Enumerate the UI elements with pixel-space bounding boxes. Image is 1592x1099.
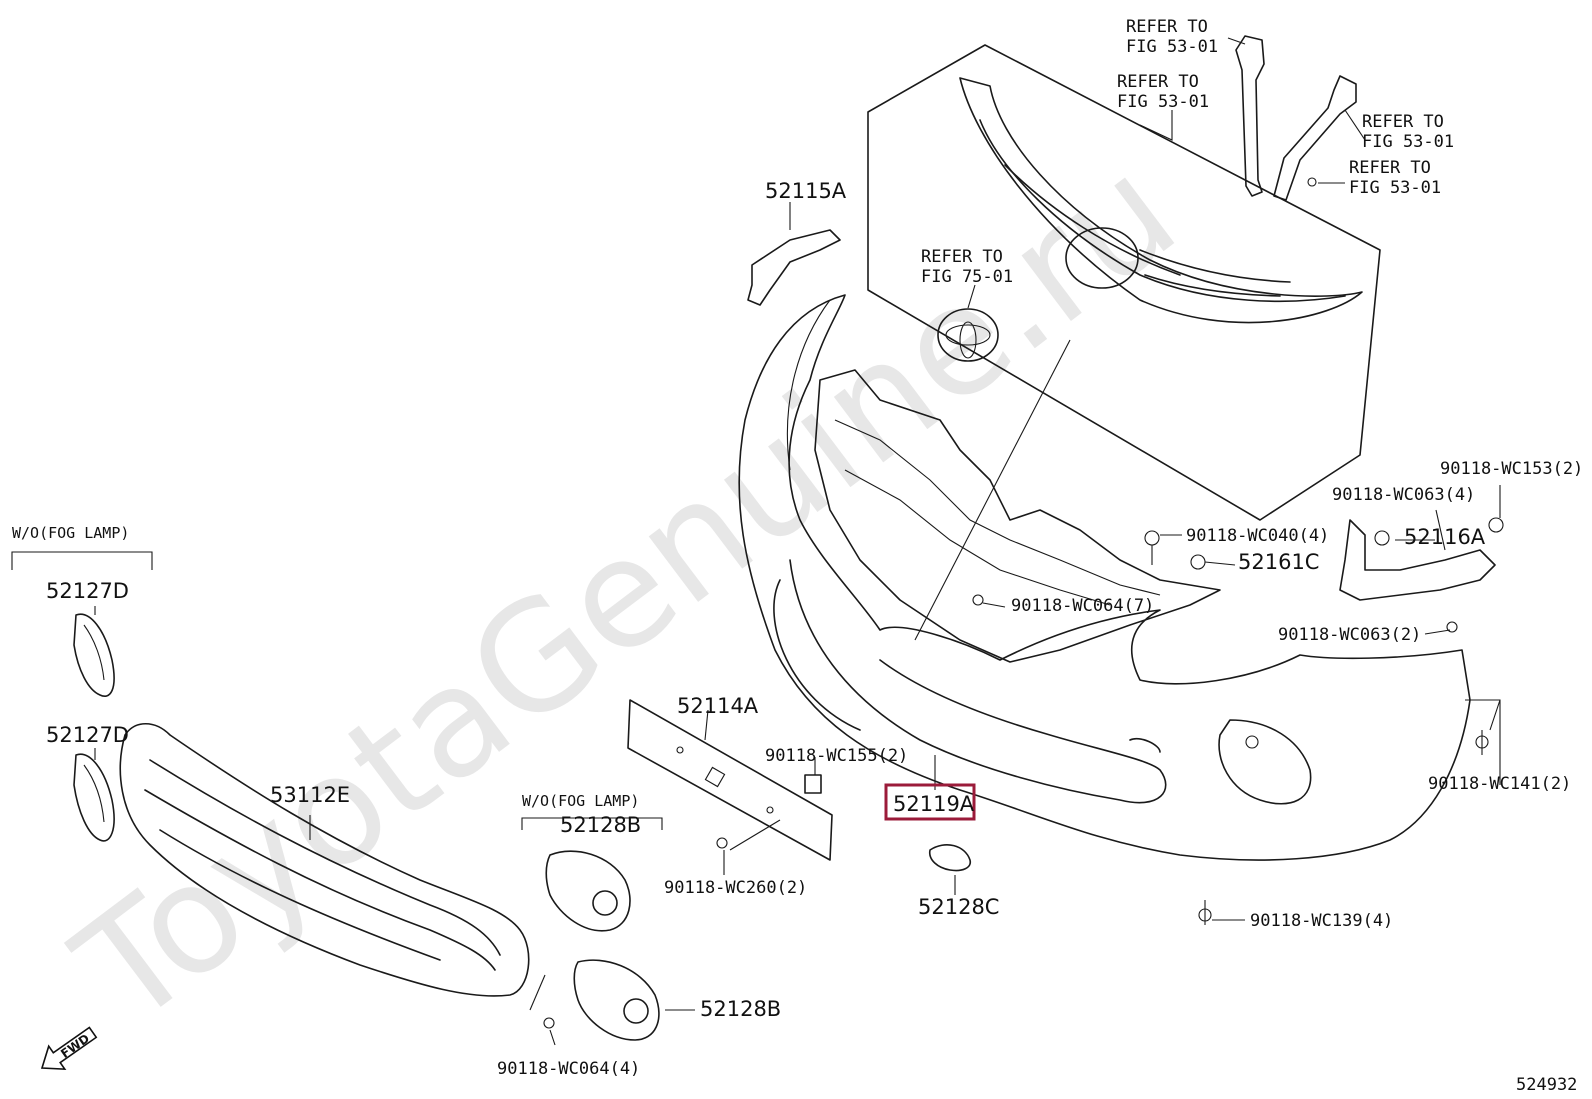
- front-bumper-cover[interactable]: [738, 294, 1471, 861]
- label-52161C[interactable]: 52161C: [1238, 550, 1319, 574]
- group-bracket-mid: [521, 817, 663, 830]
- label-wc260[interactable]: 90118-WC260(2): [664, 878, 807, 898]
- fog-cover-52127D-top[interactable]: [73, 613, 115, 697]
- label-wc141[interactable]: 90118-WC141(2): [1428, 774, 1571, 794]
- grille-frame: [867, 44, 1381, 521]
- ref-c-line2: FIG 53-01: [1362, 132, 1454, 152]
- label-52114A[interactable]: 52114A: [677, 694, 759, 718]
- ref-b-line1: REFER TO: [1117, 72, 1199, 92]
- leader-lines: [94, 37, 1501, 1046]
- label-52116A[interactable]: 52116A: [1404, 525, 1486, 549]
- ref-b-line2: FIG 53-01: [1117, 92, 1209, 112]
- highlight-box-52119A: [884, 783, 976, 821]
- fog-cover-52128B-top[interactable]: [545, 850, 631, 932]
- diagram-number: 524932: [1516, 1075, 1577, 1095]
- fog-cover-52127D-bottom[interactable]: [73, 753, 115, 842]
- ref-emblem-line1: REFER TO: [921, 247, 1003, 267]
- cover-52128C[interactable]: [928, 844, 972, 872]
- ref-emblem-line2: FIG 75-01: [921, 267, 1013, 287]
- group-label-left: W/O(FOG LAMP): [12, 524, 129, 542]
- lower-grille[interactable]: [119, 722, 530, 997]
- fog-cover-52128B-bottom[interactable]: [573, 959, 660, 1041]
- label-wc153[interactable]: 90118-WC153(2): [1440, 459, 1583, 479]
- label-52127D-bottom[interactable]: 52127D: [46, 723, 129, 747]
- label-52128B-bottom[interactable]: 52128B: [700, 997, 781, 1021]
- label-52127D-top[interactable]: 52127D: [46, 579, 129, 603]
- label-wc063-4[interactable]: 90118-WC063(4): [1332, 485, 1475, 505]
- label-wc139[interactable]: 90118-WC139(4): [1250, 911, 1393, 931]
- label-52128B-top[interactable]: 52128B: [560, 813, 641, 837]
- label-53112E[interactable]: 53112E: [270, 783, 350, 807]
- toyota-emblem-icon[interactable]: [937, 308, 999, 362]
- ref-d-line1: REFER TO: [1349, 158, 1431, 178]
- fwd-label: FWD: [58, 1031, 92, 1060]
- upper-grille[interactable]: [959, 77, 1363, 324]
- watermark: ToyotaGenuine.ru: [46, 125, 1207, 1060]
- bumper-retainer[interactable]: [814, 369, 1221, 663]
- ref-d-line2: FIG 53-01: [1349, 178, 1441, 198]
- group-label-mid: W/O(FOG LAMP): [522, 792, 639, 810]
- side-retainer[interactable]: [1339, 519, 1496, 601]
- ref-a-line1: REFER TO: [1126, 17, 1208, 37]
- clip-wc155-icon[interactable]: [804, 774, 822, 794]
- ref-a-line2: FIG 53-01: [1126, 37, 1218, 57]
- label-wc064-7[interactable]: 90118-WC064(7): [1011, 596, 1154, 616]
- label-wc064-4[interactable]: 90118-WC064(4): [497, 1059, 640, 1079]
- bracket-52115A[interactable]: [747, 229, 841, 306]
- label-wc063-2[interactable]: 90118-WC063(2): [1278, 625, 1421, 645]
- label-52128C[interactable]: 52128C: [918, 895, 999, 919]
- label-52115A[interactable]: 52115A: [765, 179, 847, 203]
- group-bracket-left: [11, 551, 153, 570]
- label-wc040[interactable]: 90118-WC040(4): [1186, 526, 1329, 546]
- fwd-arrow-icon: FWD: [40, 1026, 98, 1071]
- ref-c-line1: REFER TO: [1362, 112, 1444, 132]
- license-plate-bracket[interactable]: [627, 699, 833, 861]
- label-52119A[interactable]: 52119A: [893, 792, 975, 816]
- label-wc155[interactable]: 90118-WC155(2): [765, 746, 908, 766]
- grille-brackets[interactable]: [1235, 35, 1357, 201]
